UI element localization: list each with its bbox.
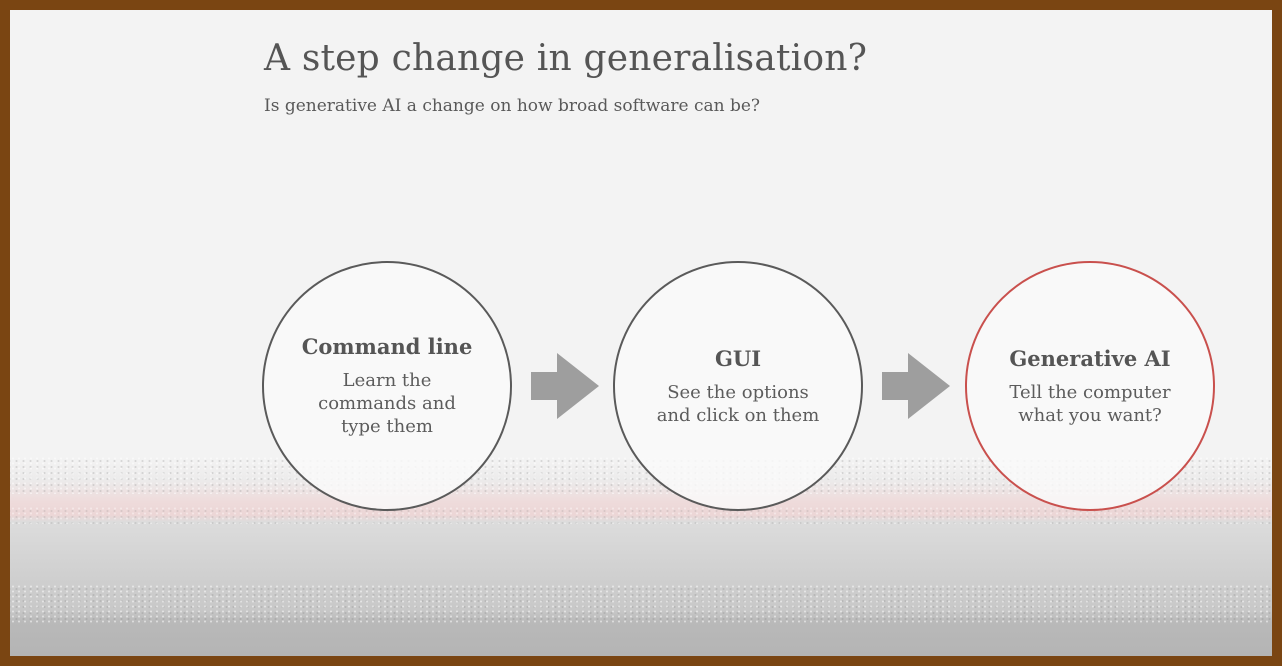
stage-description: Learn the commands and type them [318, 370, 456, 437]
stage-title: GUI [714, 345, 762, 371]
background-texture-low [10, 584, 1272, 624]
background-texture-mid [10, 506, 1272, 524]
stage-title: Generative AI [1009, 345, 1171, 371]
slide-subtitle: Is generative AI a change on how broad s… [264, 96, 761, 116]
right-arrow-icon [531, 353, 599, 419]
stage-description: See the options and click on them [656, 381, 820, 426]
slide: A step change in generalisation? Is gene… [10, 10, 1272, 656]
stage-title: Command line [301, 334, 473, 359]
slide-title: A step change in generalisation? [264, 38, 868, 79]
stage-command-line: Command line Learn the commands and type… [262, 261, 512, 511]
right-arrow-icon [882, 353, 950, 419]
stage-description: Tell the computer what you want? [1009, 381, 1171, 426]
stage-gui: GUI See the options and click on them [613, 261, 863, 511]
stage-generative-ai: Generative AI Tell the computer what you… [965, 261, 1215, 511]
